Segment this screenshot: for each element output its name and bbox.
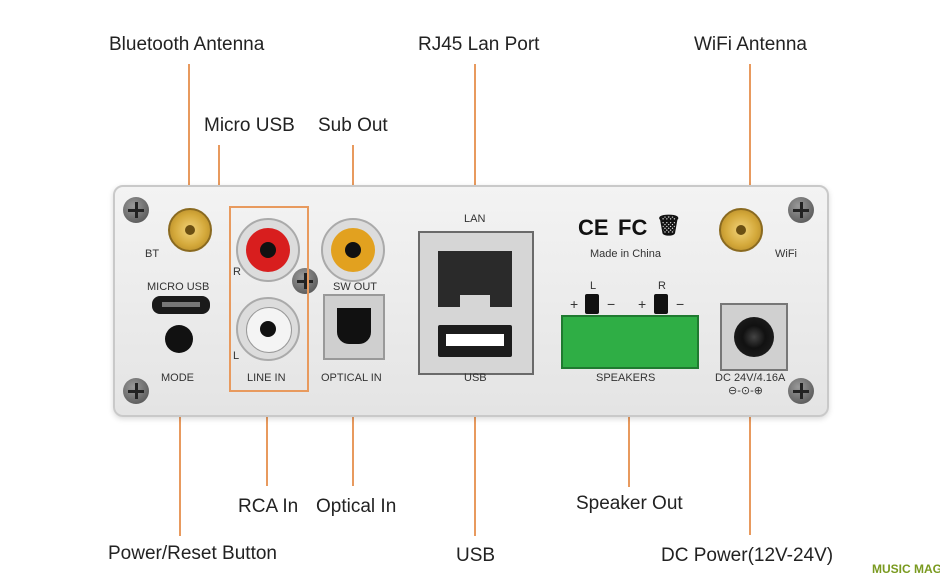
line-in-label: LINE IN bbox=[247, 372, 286, 384]
mode-button[interactable] bbox=[165, 325, 193, 353]
optical-in-port bbox=[323, 294, 385, 360]
speakers-label: SPEAKERS bbox=[596, 372, 656, 384]
callout-bt-antenna: Bluetooth Antenna bbox=[109, 34, 265, 55]
spk-r-label: R bbox=[658, 280, 666, 292]
leader-wifi-antenna bbox=[749, 64, 751, 226]
rca-left-jack bbox=[236, 297, 300, 361]
screw-icon bbox=[123, 378, 149, 404]
callout-sub-out: Sub Out bbox=[318, 115, 388, 136]
watermark-logo: MUSIC MAG bbox=[872, 562, 940, 576]
terminal-screw-icon bbox=[654, 294, 668, 314]
dc-power-jack bbox=[720, 303, 788, 371]
speaker-terminal bbox=[561, 315, 699, 369]
usb-port bbox=[438, 325, 512, 357]
callout-micro-usb: Micro USB bbox=[204, 115, 295, 136]
terminal-screw-icon bbox=[585, 294, 599, 314]
leader-rca-in bbox=[266, 390, 268, 486]
fc-mark: FC bbox=[618, 215, 648, 240]
rca-r-label: R bbox=[233, 266, 241, 278]
leader-bt-antenna bbox=[188, 64, 190, 200]
micro-usb-label: MICRO USB bbox=[147, 281, 210, 293]
screw-icon bbox=[788, 378, 814, 404]
polarity-icon: ⊖-⊙-⊕ bbox=[728, 385, 763, 397]
screw-icon bbox=[292, 268, 318, 294]
dc-rating-label: DC 24V/4.16A bbox=[715, 372, 786, 384]
rj45-port bbox=[438, 251, 512, 307]
screw-icon bbox=[788, 197, 814, 223]
plus-1: + bbox=[570, 296, 579, 312]
weee-icon: 🗑 bbox=[656, 215, 682, 237]
callout-speaker-out: Speaker Out bbox=[576, 493, 683, 514]
wifi-label: WiFi bbox=[775, 248, 797, 260]
callout-rca-in: RCA In bbox=[238, 496, 299, 517]
callout-usb: USB bbox=[456, 545, 496, 566]
leader-power-reset bbox=[179, 340, 181, 536]
leader-usb bbox=[474, 340, 476, 536]
callout-optical-in: Optical In bbox=[316, 496, 397, 517]
made-in-label: Made in China bbox=[590, 248, 661, 260]
leader-rj45 bbox=[474, 64, 476, 254]
rca-right-jack bbox=[236, 218, 300, 282]
lan-label: LAN bbox=[464, 213, 486, 225]
minus-2: − bbox=[676, 296, 685, 312]
bt-antenna-connector bbox=[168, 208, 212, 252]
spk-l-label: L bbox=[590, 280, 597, 292]
leader-dc-power bbox=[749, 335, 751, 535]
wifi-antenna-connector bbox=[719, 208, 763, 252]
lan-usb-block bbox=[418, 231, 534, 375]
usb-label: USB bbox=[464, 372, 487, 384]
callout-rj45: RJ45 Lan Port bbox=[418, 34, 540, 55]
sw-out-label: SW OUT bbox=[333, 281, 377, 293]
callout-dc-power: DC Power(12V-24V) bbox=[661, 545, 834, 566]
callout-power-reset: Power/Reset Button bbox=[108, 543, 277, 564]
plus-2: + bbox=[638, 296, 647, 312]
micro-usb-port bbox=[152, 296, 210, 314]
mode-label: MODE bbox=[161, 372, 194, 384]
callout-wifi-antenna: WiFi Antenna bbox=[694, 34, 807, 55]
rca-l-label: L bbox=[233, 350, 240, 362]
bt-label: BT bbox=[145, 248, 160, 260]
optical-in-label: OPTICAL IN bbox=[321, 372, 382, 384]
rca-in-highlight bbox=[229, 206, 309, 392]
minus-1: − bbox=[607, 296, 616, 312]
screw-icon bbox=[123, 197, 149, 223]
sub-out-jack bbox=[321, 218, 385, 282]
ce-mark: CE bbox=[578, 215, 609, 240]
